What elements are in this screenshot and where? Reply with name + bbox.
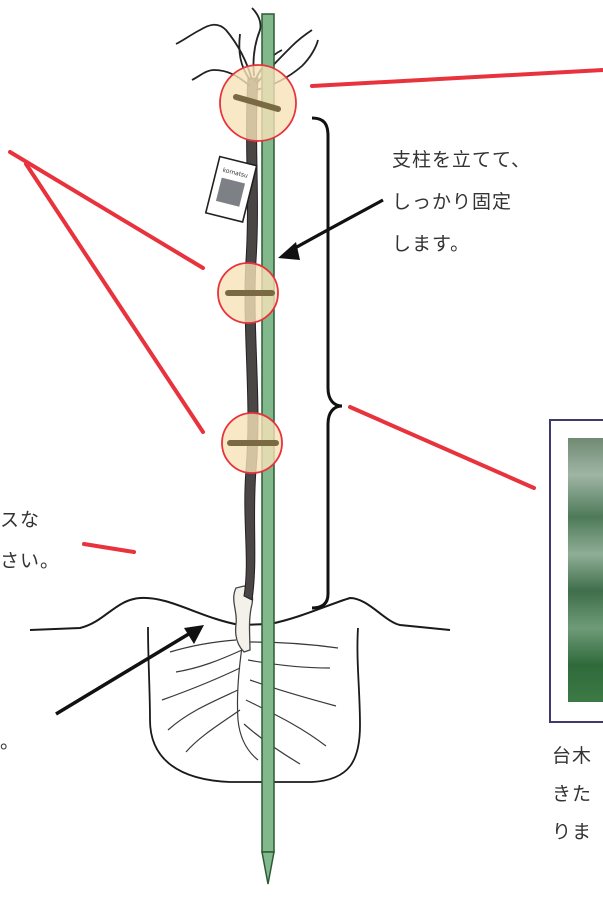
- tie-point-top: [219, 64, 297, 142]
- support-arrow-head: [278, 242, 300, 260]
- support-arrow-line: [287, 198, 384, 254]
- planting-hole-outline: [147, 626, 361, 783]
- right-caption-line2: きた: [552, 783, 593, 805]
- tie-point-lower: [221, 412, 283, 474]
- height-brace: [311, 116, 343, 610]
- tie-point-middle: [217, 262, 279, 324]
- left-caption-line3: 。: [0, 731, 21, 753]
- callout-lines: [8, 68, 603, 554]
- support-caption-line2: しっかり固定: [392, 191, 513, 213]
- tree-trunk: [243, 77, 259, 601]
- variety-tag: komatsu: [204, 155, 258, 223]
- graft-arrow-line: [55, 630, 193, 716]
- support-caption-line3: します。: [392, 233, 471, 255]
- left-caption-line2: さい。: [0, 550, 61, 572]
- left-caption-line1: スな: [0, 509, 41, 531]
- root-system: [161, 631, 339, 765]
- support-caption-line1: 支柱を立てて、: [392, 149, 532, 171]
- right-caption-line1: 台木: [552, 745, 593, 767]
- stake-tip: [261, 851, 275, 885]
- right-caption-line3: りま: [552, 821, 593, 843]
- rootstock-photo: [568, 438, 603, 702]
- graft-arrow-head: [184, 625, 204, 644]
